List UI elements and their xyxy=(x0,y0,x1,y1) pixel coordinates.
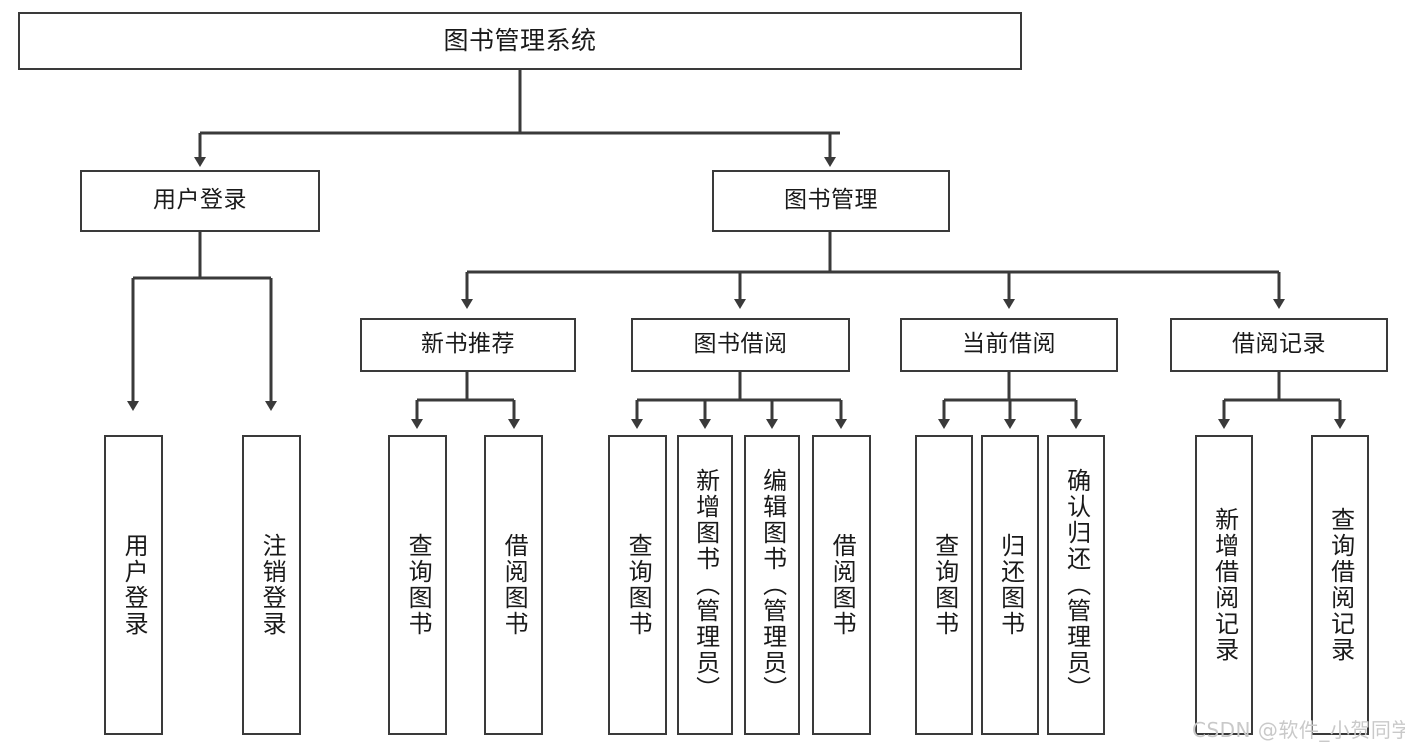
node-label: 借阅记录 xyxy=(1232,331,1326,358)
node-borrow-records[interactable]: 借阅记录 xyxy=(1170,318,1388,372)
node-label: 新书推荐 xyxy=(421,331,515,358)
leaf-current-borrow-confirm-return-admin[interactable]: 确认归还（管理员） xyxy=(1047,435,1105,735)
leaf-borrow-record-query-record[interactable]: 查询借阅记录 xyxy=(1311,435,1369,735)
node-label: 确认归还（管理员） xyxy=(1062,468,1091,702)
leaf-new-book-query-book[interactable]: 查询图书 xyxy=(388,435,447,735)
node-label: 图书借阅 xyxy=(693,331,788,358)
leaf-book-borrow-edit-book-admin[interactable]: 编辑图书（管理员） xyxy=(744,435,800,735)
leaf-new-book-borrow-book[interactable]: 借阅图书 xyxy=(484,435,543,735)
node-new-book-recommendation[interactable]: 新书推荐 xyxy=(360,318,576,372)
node-current-borrowing[interactable]: 当前借阅 xyxy=(900,318,1118,372)
node-label: 编辑图书（管理员） xyxy=(758,468,787,702)
leaf-current-borrow-return-book[interactable]: 归还图书 xyxy=(981,435,1039,735)
node-label: 借阅图书 xyxy=(500,533,529,637)
leaf-book-borrow-query-book[interactable]: 查询图书 xyxy=(608,435,667,735)
node-label: 用户登录 xyxy=(120,533,149,637)
node-root-book-management-system[interactable]: 图书管理系统 xyxy=(18,12,1022,70)
leaf-book-borrow-add-book-admin[interactable]: 新增图书（管理员） xyxy=(677,435,733,735)
node-label: 查询图书 xyxy=(624,533,653,637)
node-label: 注销登录 xyxy=(258,533,287,637)
leaf-user-login-login[interactable]: 用户登录 xyxy=(104,435,163,735)
node-label: 查询图书 xyxy=(930,533,959,637)
node-label: 当前借阅 xyxy=(962,331,1056,358)
node-label: 图书管理系统 xyxy=(443,26,597,56)
node-label: 图书管理 xyxy=(784,187,878,214)
node-label: 用户登录 xyxy=(153,187,247,214)
node-book-management[interactable]: 图书管理 xyxy=(712,170,950,232)
node-label: 查询图书 xyxy=(404,533,433,637)
leaf-current-borrow-query-book[interactable]: 查询图书 xyxy=(915,435,973,735)
node-user-login[interactable]: 用户登录 xyxy=(80,170,320,232)
node-book-borrowing[interactable]: 图书借阅 xyxy=(631,318,850,372)
leaf-user-login-logout[interactable]: 注销登录 xyxy=(242,435,301,735)
leaf-borrow-record-add-record[interactable]: 新增借阅记录 xyxy=(1195,435,1253,735)
leaf-book-borrow-borrow-book[interactable]: 借阅图书 xyxy=(812,435,871,735)
node-label: 归还图书 xyxy=(996,533,1025,637)
node-label: 借阅图书 xyxy=(828,533,857,637)
node-label: 新增借阅记录 xyxy=(1210,507,1239,663)
node-label: 查询借阅记录 xyxy=(1326,507,1355,663)
node-label: 新增图书（管理员） xyxy=(691,468,720,702)
